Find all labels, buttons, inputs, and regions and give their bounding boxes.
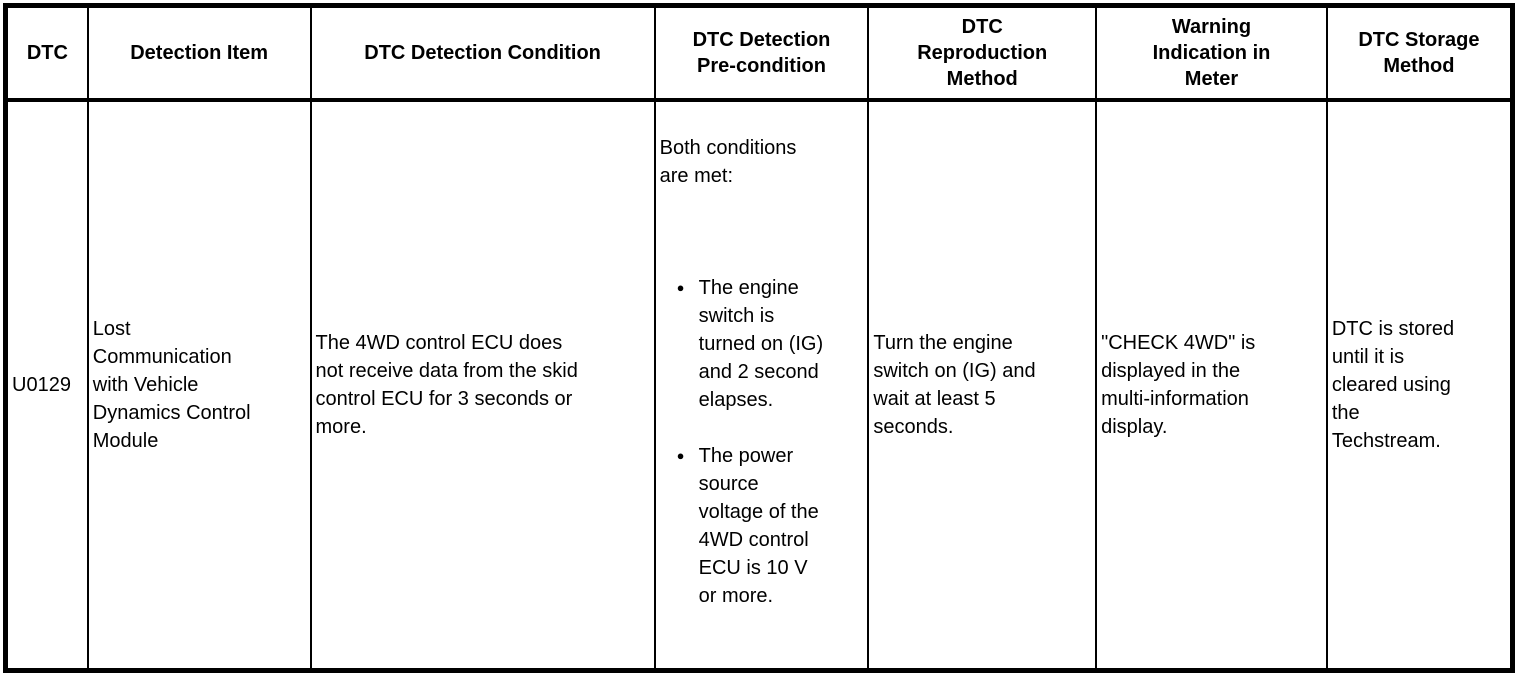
cell-detection-condition: The 4WD control ECU does not receive dat…: [309, 98, 656, 671]
header-cell-precondition: DTC Detection Pre-condition: [653, 4, 870, 102]
cell-reproduction-method: Turn the engine switch on (IG) and wait …: [867, 98, 1098, 671]
precondition-item: ● The engine switch is turned on (IG) an…: [677, 274, 864, 414]
precondition-intro: Both conditions are met:: [659, 136, 797, 187]
precondition-item-text: The engine switch is turned on (IG) and …: [698, 276, 824, 411]
cell-warning-indication: "CHECK 4WD" is displayed in the multi-in…: [1095, 98, 1328, 671]
cell-storage-method: DTC is stored until it is cleared using …: [1325, 98, 1514, 671]
header-row: DTC Detection Item DTC Detection Conditi…: [4, 4, 1514, 102]
cell-dtc-code: U0129: [4, 98, 89, 671]
header-cell-detection-item: Detection Item: [86, 4, 312, 102]
header-cell-dtc: DTC: [4, 4, 89, 102]
bullet-icon: ●: [676, 279, 685, 295]
header-cell-detection-condition: DTC Detection Condition: [309, 4, 656, 102]
header-cell-warning-indication: Warning Indication in Meter: [1095, 4, 1328, 102]
header-cell-reproduction-method: DTC Reproduction Method: [867, 4, 1098, 102]
dtc-table: DTC Detection Item DTC Detection Conditi…: [3, 3, 1515, 673]
precondition-item: ● The power source voltage of the 4WD co…: [677, 442, 864, 610]
precondition-item-text: The power source voltage of the 4WD cont…: [698, 444, 819, 607]
precondition-list: ● The engine switch is turned on (IG) an…: [660, 246, 864, 638]
header-cell-storage-method: DTC Storage Method: [1325, 4, 1514, 102]
cell-detection-item: Lost Communication with Vehicle Dynamics…: [86, 98, 312, 671]
page: DTC Detection Item DTC Detection Conditi…: [3, 3, 1515, 673]
bullet-icon: ●: [676, 447, 685, 463]
table-row-u0129: U0129 Lost Communication with Vehicle Dy…: [4, 98, 1514, 671]
cell-precondition: Both conditions are met: ● The engine sw…: [653, 98, 870, 671]
